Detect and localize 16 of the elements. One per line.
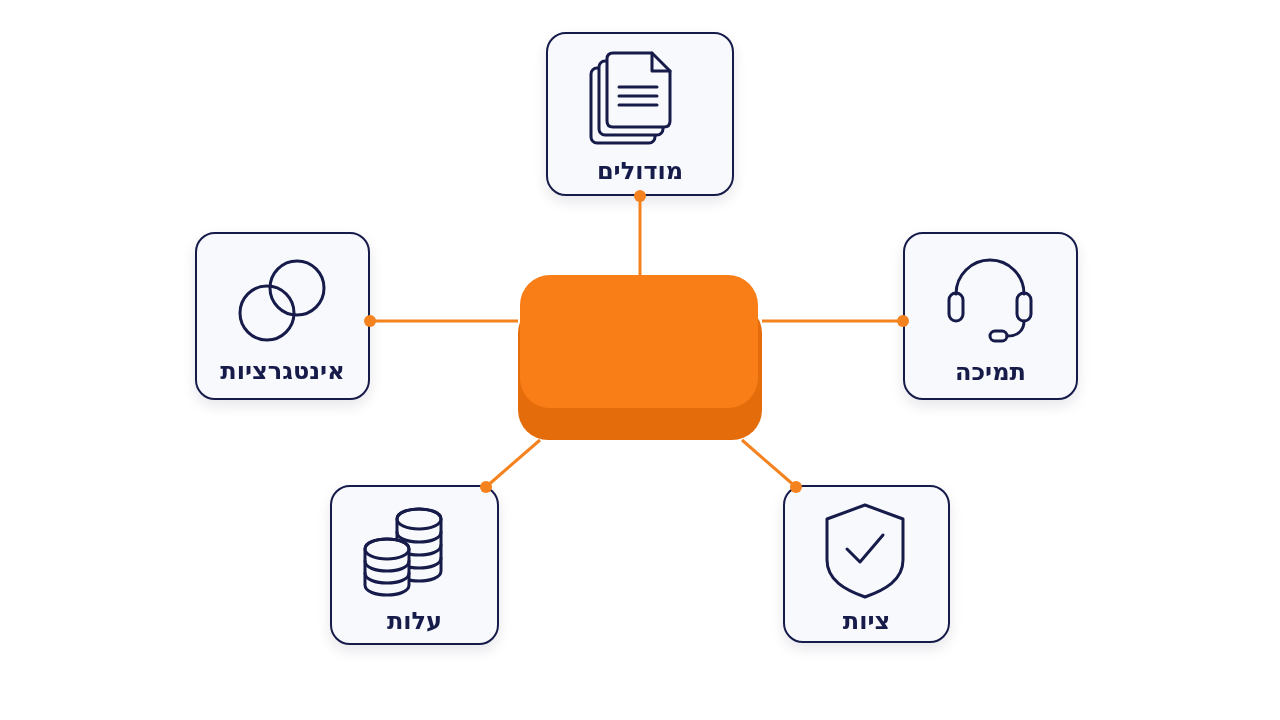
label-card bbox=[783, 485, 950, 643]
raised-block bbox=[518, 275, 762, 440]
label-card bbox=[330, 485, 499, 645]
connector-line bbox=[480, 438, 541, 493]
connector-line bbox=[634, 190, 646, 275]
connector-line bbox=[741, 438, 802, 493]
connector-line bbox=[364, 315, 518, 327]
label-card bbox=[195, 232, 370, 400]
label-card bbox=[546, 32, 734, 196]
node-label: תמיכה bbox=[955, 360, 1026, 384]
node-label: אינטגרציות bbox=[220, 359, 345, 383]
node-label: ציות bbox=[842, 609, 891, 633]
node-label: מודולים bbox=[596, 159, 684, 183]
label-card bbox=[903, 232, 1078, 400]
connector-line bbox=[762, 315, 909, 327]
node-label: עלות bbox=[386, 609, 443, 633]
